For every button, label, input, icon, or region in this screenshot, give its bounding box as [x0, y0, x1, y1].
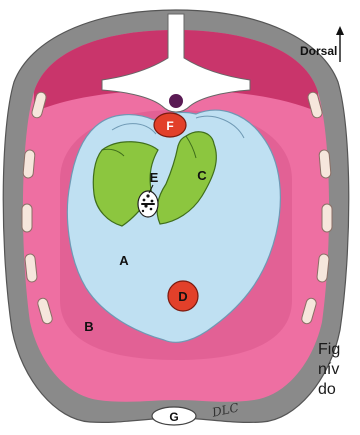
label-B: B: [84, 319, 93, 334]
label-E: E: [150, 170, 159, 185]
label-F: F: [166, 119, 173, 133]
spinal-cord: [169, 94, 183, 108]
caption-line-2: nív: [318, 360, 339, 380]
caption-line-1: Fig: [318, 340, 340, 360]
label-D: D: [178, 289, 187, 304]
dorsal-label: Dorsal: [300, 44, 337, 58]
label-A: A: [119, 253, 129, 268]
label-G: G: [169, 410, 178, 424]
caption-line-3: do: [318, 380, 336, 400]
label-C: C: [197, 168, 207, 183]
